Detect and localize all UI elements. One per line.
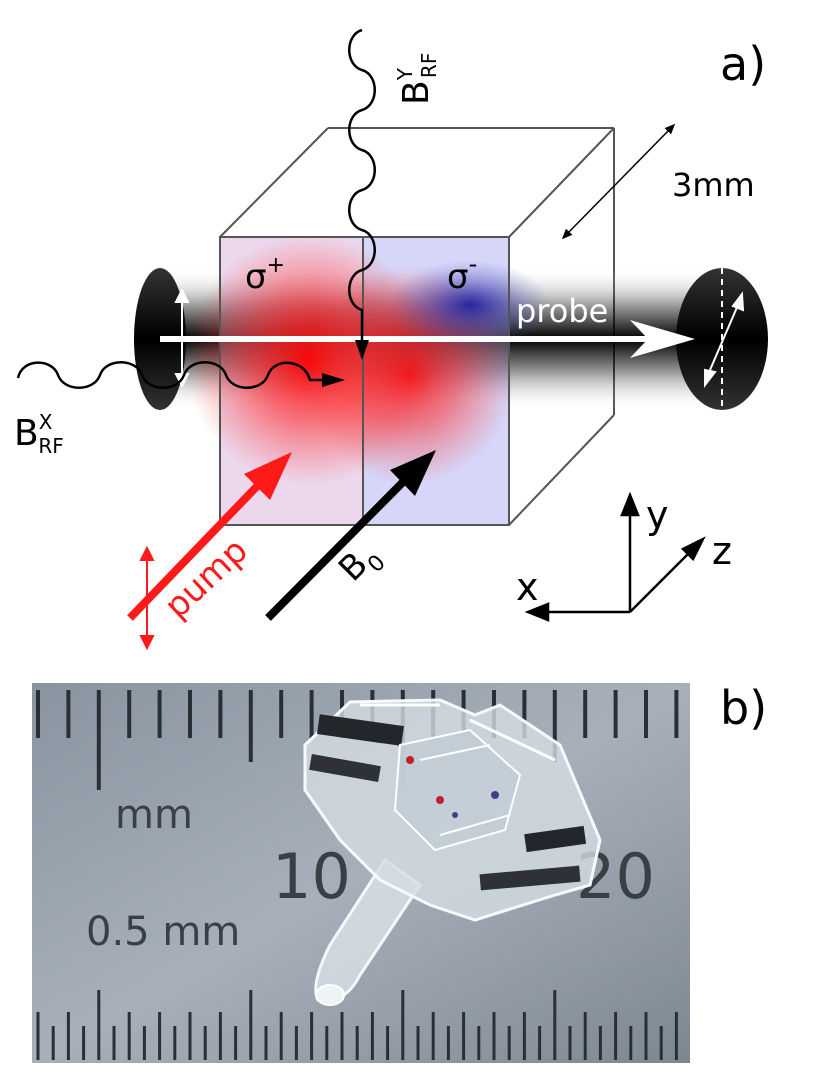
b-rf-x-wave — [16, 361, 335, 389]
axis-z-label: z — [712, 529, 732, 573]
axis-x-label: x — [516, 565, 539, 609]
b0-arrow — [265, 450, 436, 621]
probe-arrow — [160, 320, 695, 358]
b-rf-y-wave — [348, 28, 376, 352]
ruler-unit-mm: mm — [115, 792, 193, 838]
panel-a-label: a) — [720, 37, 766, 91]
probe-label: probe — [516, 292, 608, 330]
ruler-ticks-half-mm — [36, 990, 678, 1060]
probe-polarization-out — [704, 291, 745, 388]
size-label: 3mm — [672, 166, 755, 204]
probe-polarization-in — [174, 287, 190, 389]
axis-y-label: y — [646, 493, 669, 537]
pump-arrow — [127, 452, 292, 621]
sigma-minus-label: σ- — [447, 250, 477, 297]
size-dimension-arrow — [561, 123, 676, 240]
coordinate-axes — [524, 491, 706, 622]
panel-b-label: b) — [720, 681, 767, 735]
ruler-number-10: 10 — [272, 840, 351, 913]
pump-polarization — [139, 545, 155, 651]
ruler-photo: mm 0.5 mm 10 20 — [32, 683, 690, 1063]
ruler-unit-half-mm: 0.5 mm — [86, 909, 240, 955]
b-rf-y-label: BYRF — [393, 53, 441, 105]
glass-vapor-cell — [303, 698, 602, 1006]
sigma-plus-label: σ+ — [245, 253, 285, 297]
